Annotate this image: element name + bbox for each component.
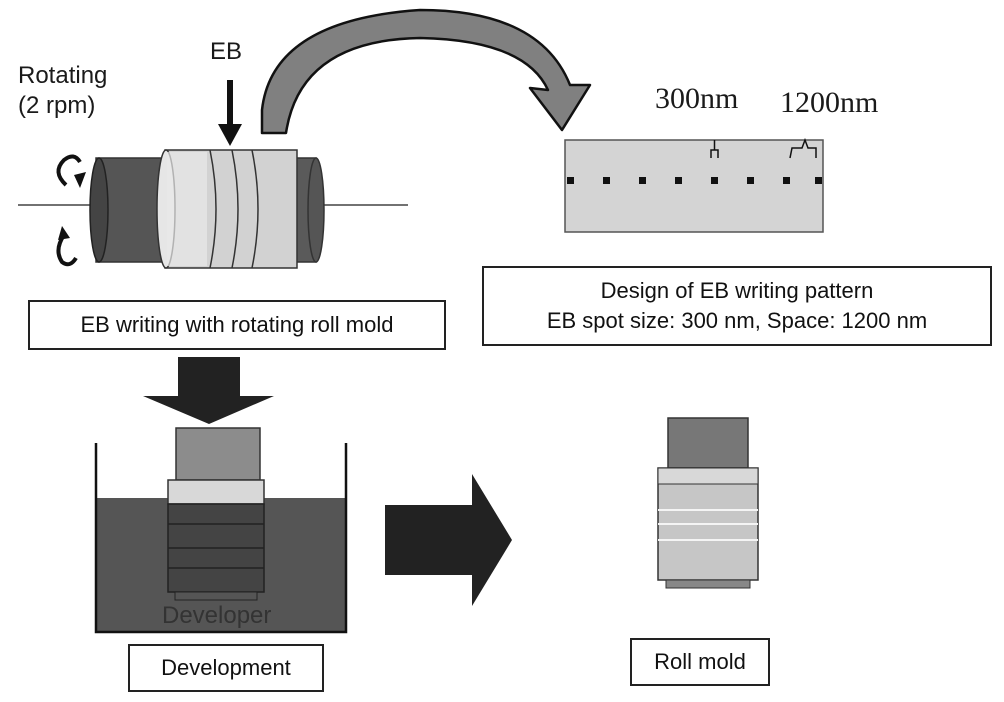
writing-caption: EB writing with rotating roll mold	[80, 312, 394, 337]
space-label: 1200nm	[780, 86, 879, 119]
written-bands	[209, 149, 259, 269]
spot-size-bracket	[710, 140, 719, 158]
rotating-label: Rotating	[18, 62, 108, 89]
rotation-arrowhead-top	[74, 172, 86, 188]
right-arrow	[385, 474, 512, 606]
down-arrow	[143, 357, 274, 424]
rotating-speed-label: (2 rpm)	[18, 92, 96, 119]
space-bracket	[789, 137, 817, 159]
development-caption: Development	[161, 655, 291, 680]
final-roll-top	[667, 417, 749, 469]
rotation-arrow-top	[56, 154, 82, 187]
design-caption-line1: Design of EB writing pattern	[600, 278, 874, 303]
dev-roll-coating	[167, 479, 265, 505]
rotation-arrowhead-bottom	[58, 226, 70, 240]
eb-label: EB	[210, 38, 243, 65]
writing-caption-box: EB writing with rotating roll mold	[28, 300, 446, 350]
design-caption-box: Design of EB writing pattern EB spot siz…	[482, 266, 992, 346]
dev-roll-top	[175, 427, 261, 481]
development-caption-box: Development	[128, 644, 324, 692]
roll-mold-caption-box: Roll mold	[630, 638, 770, 686]
development-container	[94, 443, 348, 634]
eb-arrow	[218, 80, 242, 146]
eb-spot-dots	[567, 177, 822, 184]
roll-mold-caption: Roll mold	[654, 649, 746, 674]
design-pattern-strip	[564, 139, 824, 233]
rotation-arrow-bottom	[56, 233, 78, 267]
developer-label: Developer	[162, 602, 272, 629]
design-caption-line2: EB spot size: 300 nm, Space: 1200 nm	[546, 308, 928, 333]
roll-cylinder-end	[89, 157, 109, 263]
spot-size-label: 300nm	[655, 82, 739, 115]
curved-arrow	[260, 8, 592, 135]
